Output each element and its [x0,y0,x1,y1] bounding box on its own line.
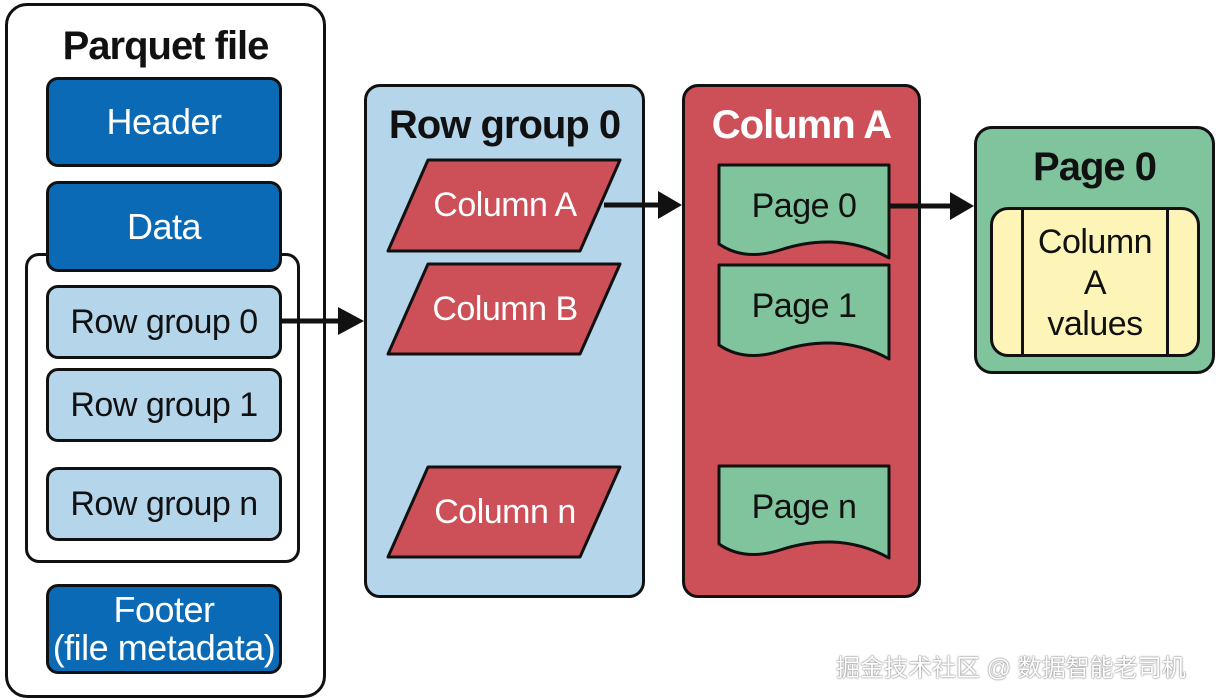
column-n-label: Column n [434,492,576,531]
footer-block: Footer (file metadata) [46,584,282,674]
arrow-page-to-panel [889,192,974,220]
values-left-divider [1021,210,1024,354]
row-group-1-label: Row group 1 [70,385,258,424]
data-label: Data [126,205,202,247]
page-n-shape [717,464,891,560]
arrow-column-to-panel [604,191,682,219]
row-group-panel-title: Row group 0 [388,103,621,147]
values-line-2: A [1083,264,1107,302]
page-0-shape [717,163,891,260]
column-n-shape [386,465,622,559]
values-right-divider [1166,210,1169,354]
row-group-1-block: Row group 1 [46,368,282,442]
page-0-label: Page 0 [751,186,857,225]
header-block: Header [46,77,282,167]
column-a-label: Column A [433,186,577,224]
column-panel-title: Column A [711,103,892,147]
column-a-shape [386,158,622,253]
page-n-label: Page n [751,487,857,526]
column-b-label: Column B [432,289,578,328]
footer-metadata-label: (file metadata) [52,627,276,668]
watermark-text: 掘金技术社区 @ 数据智能老司机 [836,655,1186,682]
row-group-0-label: Row group 0 [70,302,258,341]
footer-label: Footer [113,589,215,630]
parquet-file-title: Parquet file [62,24,270,68]
column-b-shape [386,262,622,356]
header-label: Header [106,101,222,142]
values-line-1: Column [1037,223,1153,261]
row-group-0-block: Row group 0 [46,285,282,359]
page-1-label: Page 1 [751,286,857,325]
row-group-n-block: Row group n [46,467,282,541]
page-1-shape [717,263,891,361]
row-group-n-label: Row group n [70,484,258,523]
column-values-box: Column A values [990,207,1200,357]
column-values-text: Column A values [993,222,1197,345]
data-block: Data [46,181,282,272]
page-panel-title: Page 0 [1033,145,1157,189]
values-line-3: values [1047,305,1143,343]
arrow-row-group-to-panel [282,307,364,335]
